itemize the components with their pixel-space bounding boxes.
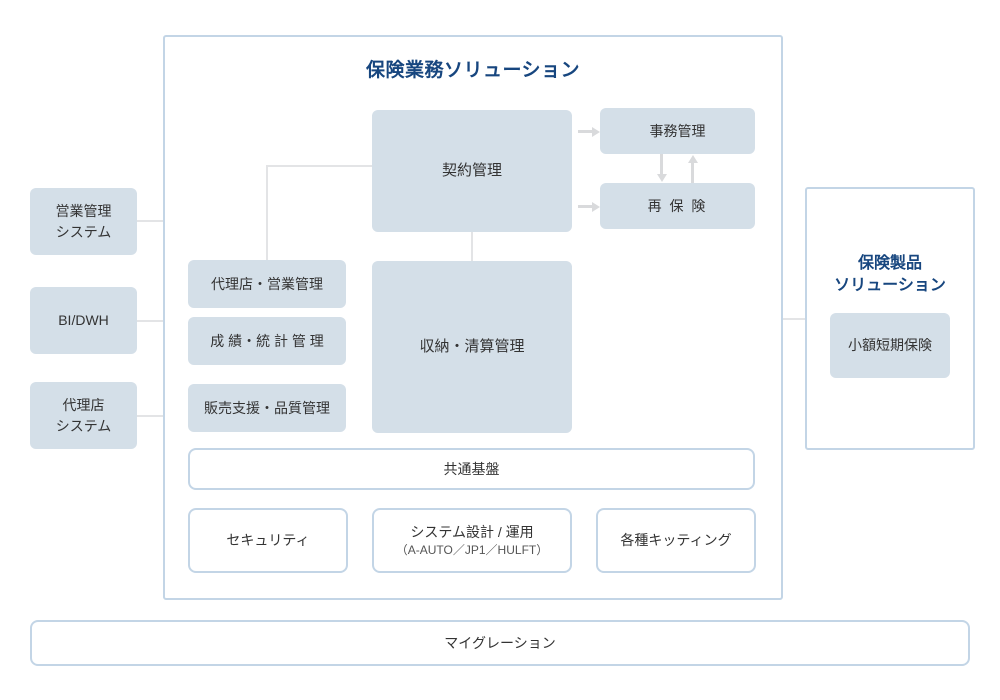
platform-item-security[interactable]: セキュリティ bbox=[188, 508, 348, 573]
common-platform-bar-label: 共通基盤 bbox=[443, 460, 500, 477]
block-collection-settlement-management-label: 収納・清算管理 bbox=[419, 337, 525, 355]
product-solution-panel-title-line1: 保険製品 bbox=[857, 255, 922, 272]
arrow-office-to-reinsurance-head bbox=[656, 174, 667, 182]
left-system-bi-dwh-label: BI/DWH bbox=[58, 312, 109, 328]
migration-bar-label: マイグレーション bbox=[444, 635, 556, 651]
connector-keiyaku-to-agency-h bbox=[266, 165, 372, 167]
platform-item-system-design-operation[interactable]: システム設計 / 運用 （A-AUTO／JP1／HULFT） bbox=[372, 508, 572, 573]
block-small-amount-short-term-insurance[interactable]: 小額短期保険 bbox=[830, 313, 950, 378]
left-system-sales-management-line1: 営業管理 bbox=[55, 202, 112, 219]
arrow-contract-to-reinsurance-head bbox=[592, 201, 600, 212]
arrow-reinsurance-to-office-line bbox=[691, 163, 694, 183]
block-contract-management[interactable]: 契約管理 bbox=[372, 110, 572, 232]
block-small-amount-short-term-insurance-label: 小額短期保険 bbox=[848, 337, 932, 353]
connector-main-to-product-panel bbox=[782, 318, 807, 320]
connector-sales-system bbox=[137, 220, 165, 222]
block-office-management[interactable]: 事務管理 bbox=[600, 108, 755, 154]
block-reinsurance[interactable]: 再 保 険 bbox=[600, 183, 755, 229]
common-platform-bar[interactable]: 共通基盤 bbox=[188, 448, 755, 490]
block-office-management-label: 事務管理 bbox=[649, 122, 706, 139]
left-system-sales-management[interactable]: 営業管理 システム bbox=[30, 188, 137, 255]
product-solution-panel-title: 保険製品 ソリューション bbox=[805, 253, 975, 296]
platform-item-kitting[interactable]: 各種キッティング bbox=[596, 508, 756, 573]
connector-keiyaku-to-shuunou bbox=[471, 231, 473, 261]
platform-item-kitting-label: 各種キッティング bbox=[620, 532, 732, 549]
block-performance-statistics-management[interactable]: 成 績・統 計 管 理 bbox=[188, 317, 346, 365]
connector-keiyaku-to-agency-v bbox=[266, 165, 268, 260]
arrow-contract-to-office-head bbox=[592, 126, 600, 137]
block-reinsurance-label: 再 保 険 bbox=[647, 197, 708, 214]
block-sales-support-quality-management-label: 販売支援・品質管理 bbox=[204, 399, 330, 416]
arrow-office-to-reinsurance-line bbox=[660, 154, 663, 174]
arrow-contract-to-office-line bbox=[578, 130, 592, 133]
left-system-agency-line1: 代理店 bbox=[62, 396, 105, 413]
left-system-sales-management-line2: システム bbox=[55, 223, 112, 240]
connector-bi-dwh bbox=[137, 320, 165, 322]
platform-item-security-label: セキュリティ bbox=[226, 532, 310, 549]
arrow-contract-to-reinsurance-line bbox=[578, 205, 592, 208]
block-collection-settlement-management[interactable]: 収納・清算管理 bbox=[372, 261, 572, 433]
migration-bar[interactable]: マイグレーション bbox=[30, 620, 970, 666]
platform-item-system-design-operation-sublabel: （A-AUTO／JP1／HULFT） bbox=[395, 542, 549, 557]
block-agency-sales-management-label: 代理店・営業管理 bbox=[211, 275, 323, 292]
block-contract-management-label: 契約管理 bbox=[441, 161, 502, 179]
left-system-bi-dwh[interactable]: BI/DWH bbox=[30, 287, 137, 354]
platform-item-system-design-operation-label: システム設計 / 運用 bbox=[410, 523, 534, 540]
left-system-agency[interactable]: 代理店 システム bbox=[30, 382, 137, 449]
block-sales-support-quality-management[interactable]: 販売支援・品質管理 bbox=[188, 384, 346, 432]
left-system-agency-line2: システム bbox=[55, 417, 112, 434]
arrow-reinsurance-to-office-head bbox=[687, 155, 698, 163]
block-agency-sales-management[interactable]: 代理店・営業管理 bbox=[188, 260, 346, 308]
block-performance-statistics-management-label: 成 績・統 計 管 理 bbox=[210, 332, 324, 349]
product-solution-panel-title-line2: ソリューション bbox=[834, 276, 946, 294]
main-panel-title: 保険業務ソリューション bbox=[365, 60, 581, 81]
connector-agency-system bbox=[137, 415, 165, 417]
